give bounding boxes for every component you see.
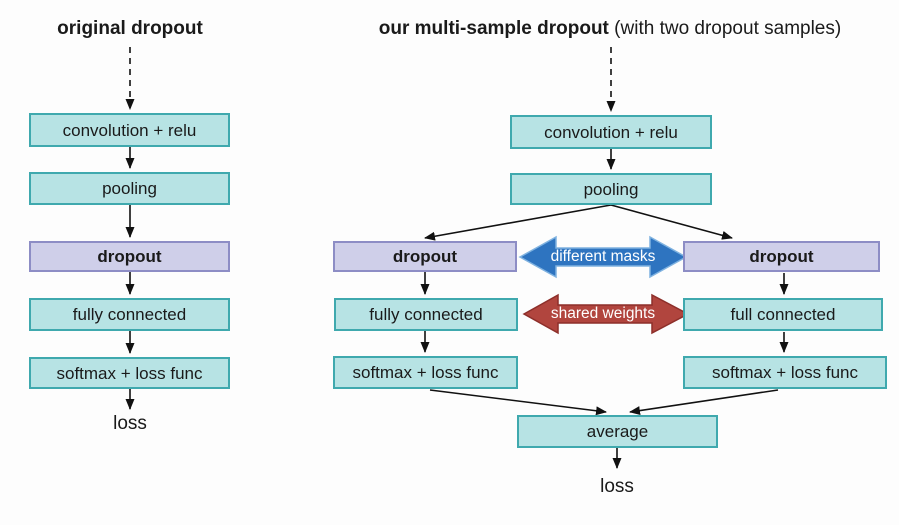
box-left-dropout: dropout xyxy=(29,241,230,272)
box-left-fully-connected: fully connected xyxy=(29,298,230,331)
box-left-convolution-relu: convolution + relu xyxy=(29,113,230,147)
box-rbranch-full-connected: full connected xyxy=(683,298,883,331)
box-rbranch-softmax-loss: softmax + loss func xyxy=(683,356,887,389)
box-lbranch-softmax-loss: softmax + loss func xyxy=(333,356,518,389)
box-left-pooling: pooling xyxy=(29,172,230,205)
different-masks-label: different masks xyxy=(550,248,656,265)
right-diagram-title: our multi-sample dropout (with two dropo… xyxy=(330,18,890,40)
box-right-convolution-relu: convolution + relu xyxy=(510,115,712,149)
box-left-softmax-loss: softmax + loss func xyxy=(29,357,230,389)
right-title-note: (with two dropout samples) xyxy=(608,18,842,39)
box-average: average xyxy=(517,415,718,448)
left-loss-label: loss xyxy=(113,413,147,434)
arrow-split-to-left-dropout xyxy=(424,204,612,241)
box-lbranch-fully-connected: fully connected xyxy=(334,298,518,331)
right-loss-label: loss xyxy=(600,476,634,497)
box-rbranch-dropout: dropout xyxy=(683,241,880,272)
left-diagram-title: original dropout xyxy=(57,18,203,39)
shared-weights-label: shared weights xyxy=(550,305,656,322)
box-right-pooling: pooling xyxy=(510,173,712,205)
arrow-lbranch-softmax-to-average xyxy=(429,389,607,416)
arrow-split-to-right-dropout xyxy=(610,204,733,240)
right-title-bold: our multi-sample dropout xyxy=(378,18,609,39)
box-lbranch-dropout: dropout xyxy=(333,241,517,272)
arrow-rbranch-softmax-to-average xyxy=(629,389,779,415)
